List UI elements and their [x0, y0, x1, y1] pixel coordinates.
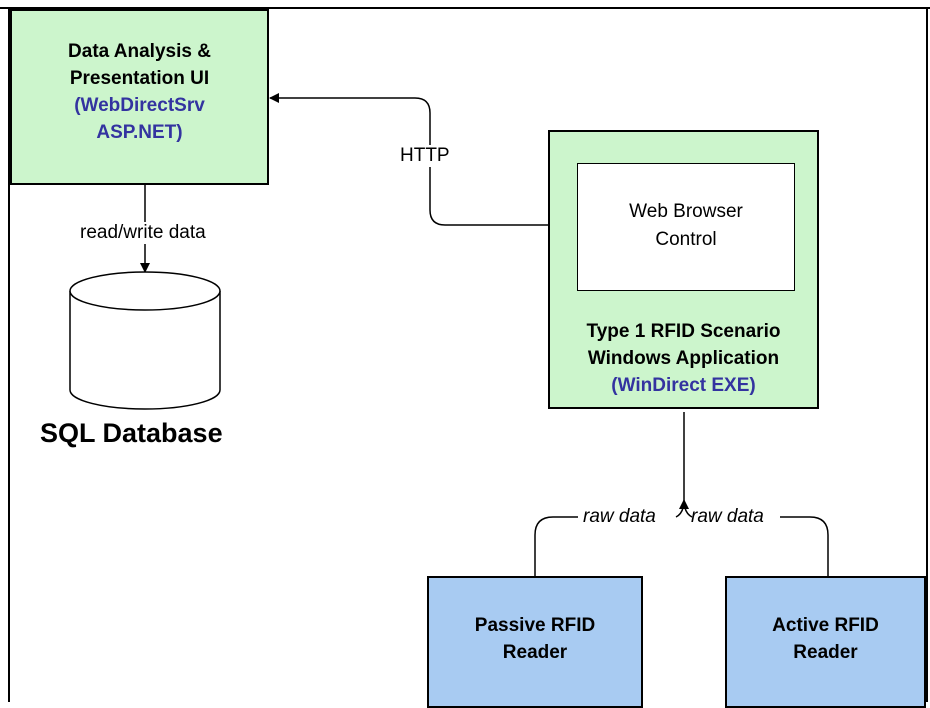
raw-data-connector-left	[534, 516, 578, 576]
ui-server-title-line-2: Presentation UI	[69, 68, 210, 89]
windows-app-label: Type 1 RFID Scenario Windows Application…	[550, 318, 817, 399]
frame-left-border	[8, 7, 10, 702]
raw-data-junction	[676, 412, 692, 518]
raw-data-connector-right	[780, 516, 829, 576]
ui-server-box: Data Analysis & Presentation UI (WebDire…	[10, 9, 269, 185]
raw-data-label-left: raw data	[583, 506, 656, 527]
web-browser-control-label: Web Browser Control	[578, 198, 794, 254]
web-browser-control-line-2: Control	[655, 229, 717, 250]
passive-reader-label: Passive RFID Reader	[429, 612, 641, 666]
http-label: HTTP	[398, 145, 452, 167]
active-reader-line-2: Reader	[793, 642, 858, 663]
ui-server-tech-line-1: (WebDirectSrv	[74, 95, 205, 116]
database-caption: SQL Database	[40, 418, 223, 448]
windows-app-title-line-1: Type 1 RFID Scenario	[586, 321, 781, 342]
database-cylinder-icon	[69, 271, 221, 410]
frame-top-border	[0, 7, 930, 9]
web-browser-control-box: Web Browser Control	[577, 163, 795, 291]
active-reader-box: Active RFID Reader	[725, 576, 926, 708]
passive-reader-box: Passive RFID Reader	[427, 576, 643, 708]
web-browser-control-line-1: Web Browser	[629, 201, 743, 222]
frame-right-border	[926, 7, 928, 702]
ui-server-title-line-1: Data Analysis &	[68, 41, 211, 62]
ui-server-tech-line-2: ASP.NET)	[96, 122, 183, 143]
windows-app-title-line-2: Windows Application	[587, 348, 780, 369]
passive-reader-line-1: Passive RFID	[474, 615, 596, 636]
raw-data-label-right: raw data	[691, 506, 764, 527]
ui-server-label: Data Analysis & Presentation UI (WebDire…	[12, 38, 267, 146]
active-reader-label: Active RFID Reader	[727, 612, 924, 666]
windows-app-tech-line: (WinDirect EXE)	[611, 375, 756, 396]
active-reader-line-1: Active RFID	[772, 615, 879, 636]
read-write-label: read/write data	[80, 222, 206, 244]
windows-app-box: Web Browser Control Type 1 RFID Scenario…	[548, 130, 819, 409]
passive-reader-line-2: Reader	[502, 642, 568, 663]
